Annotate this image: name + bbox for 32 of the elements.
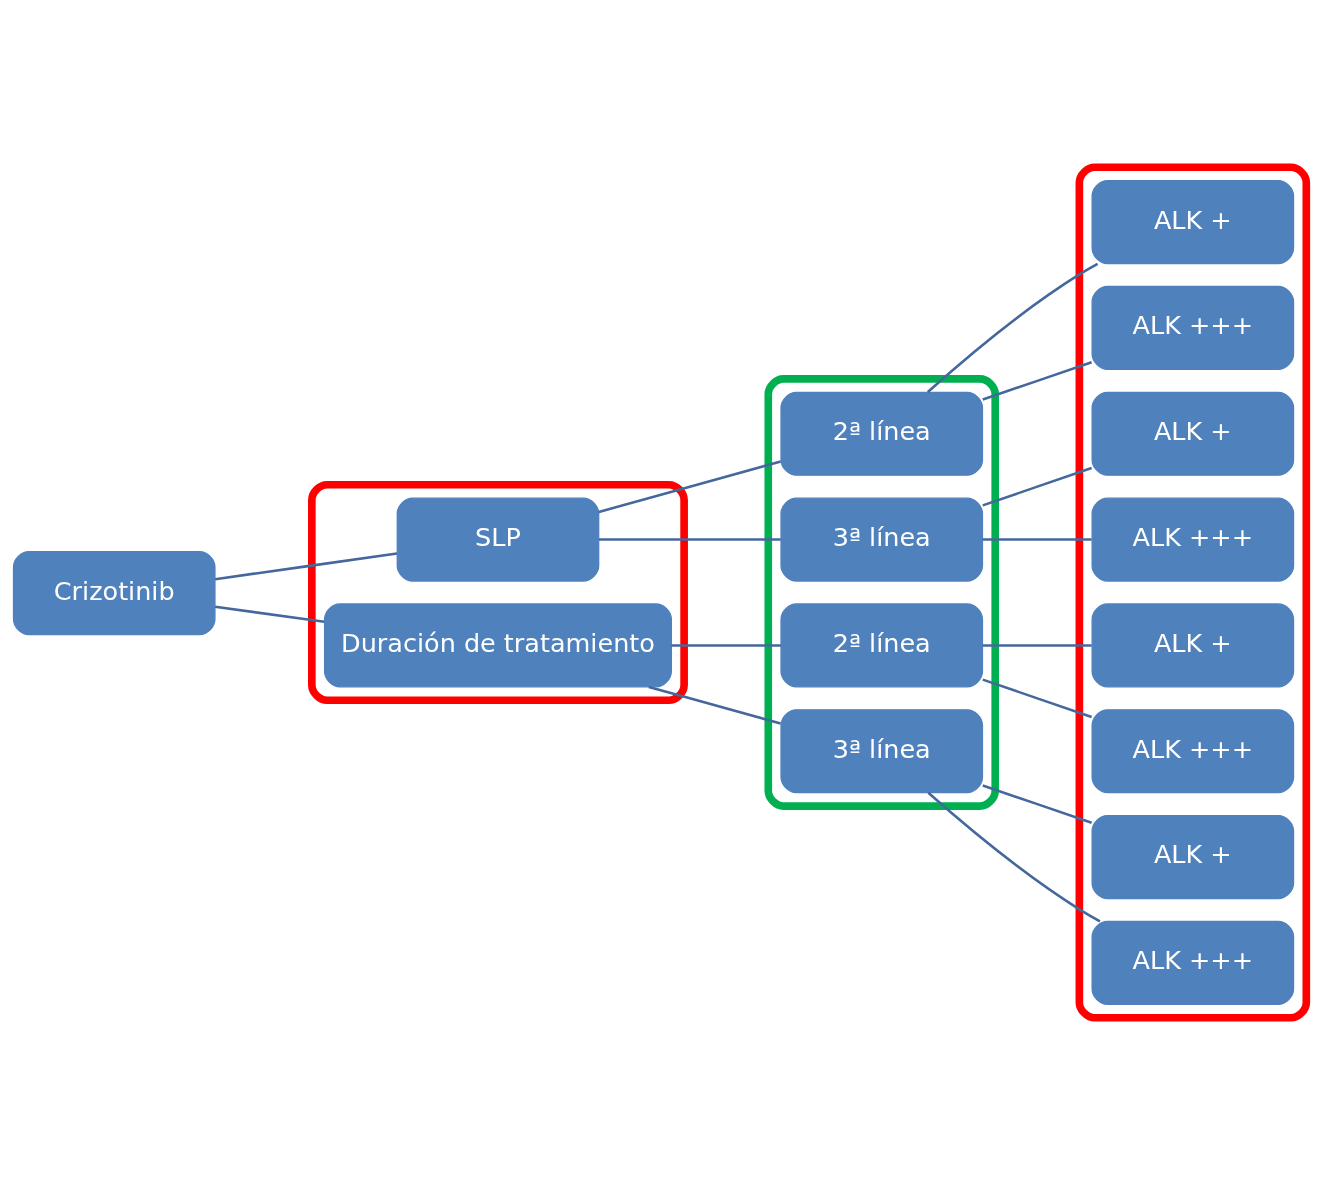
connector xyxy=(648,685,781,725)
connector xyxy=(982,677,1093,718)
cluster xyxy=(1075,162,1311,1022)
node-box: 3ª línea xyxy=(780,708,984,793)
connector xyxy=(598,537,781,541)
connector xyxy=(671,643,781,647)
node-box: 2ª línea xyxy=(780,391,984,476)
node-box: ALK + xyxy=(1091,602,1295,687)
node-box: 3ª línea xyxy=(780,497,984,582)
node-box: Crizotinib xyxy=(12,550,216,635)
connector xyxy=(982,643,1092,647)
cluster xyxy=(764,374,1000,810)
node-box: ALK +++ xyxy=(1091,497,1295,582)
cluster xyxy=(308,480,688,704)
connector xyxy=(214,605,325,623)
node-box: 2ª línea xyxy=(780,602,984,687)
node-box: ALK + xyxy=(1091,814,1295,899)
node-box: ALK +++ xyxy=(1091,708,1295,793)
connector xyxy=(982,466,1093,507)
connector xyxy=(927,791,1101,922)
node-box: Duración de tratamiento xyxy=(323,602,672,687)
node-box: SLP xyxy=(396,497,600,582)
node-box: ALK +++ xyxy=(1091,285,1295,370)
connector xyxy=(598,459,782,513)
connector xyxy=(982,783,1093,824)
node-box: ALK + xyxy=(1091,391,1295,476)
connector xyxy=(982,537,1092,541)
node-box: ALK + xyxy=(1091,179,1295,264)
connector xyxy=(982,360,1093,401)
connector xyxy=(214,551,398,580)
connector xyxy=(926,262,1099,393)
node-box: ALK +++ xyxy=(1091,920,1295,1005)
